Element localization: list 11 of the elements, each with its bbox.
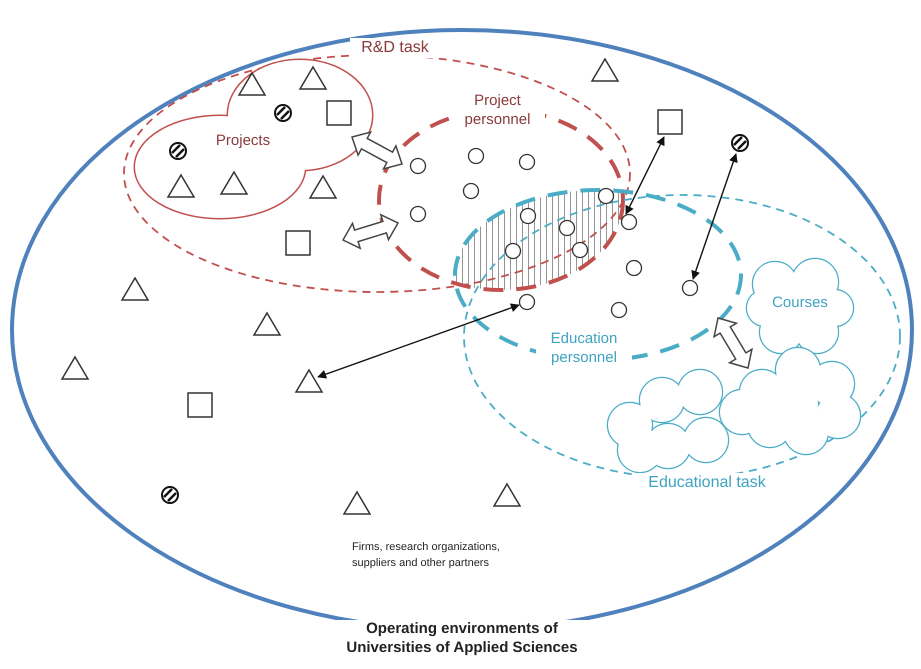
arrow (691, 153, 738, 280)
arrow (317, 304, 520, 378)
block-arrow (351, 131, 403, 170)
region-label: Education personnel (536, 330, 632, 368)
region-label: Courses (771, 294, 829, 313)
partners-note: Firms, research organizations, suppliers and other partners (352, 540, 501, 571)
region-label: R&D task (350, 38, 440, 58)
region-label: Projects (214, 132, 272, 151)
block-arrow (713, 317, 753, 369)
block-arrow (342, 213, 400, 250)
arrow (625, 136, 665, 215)
